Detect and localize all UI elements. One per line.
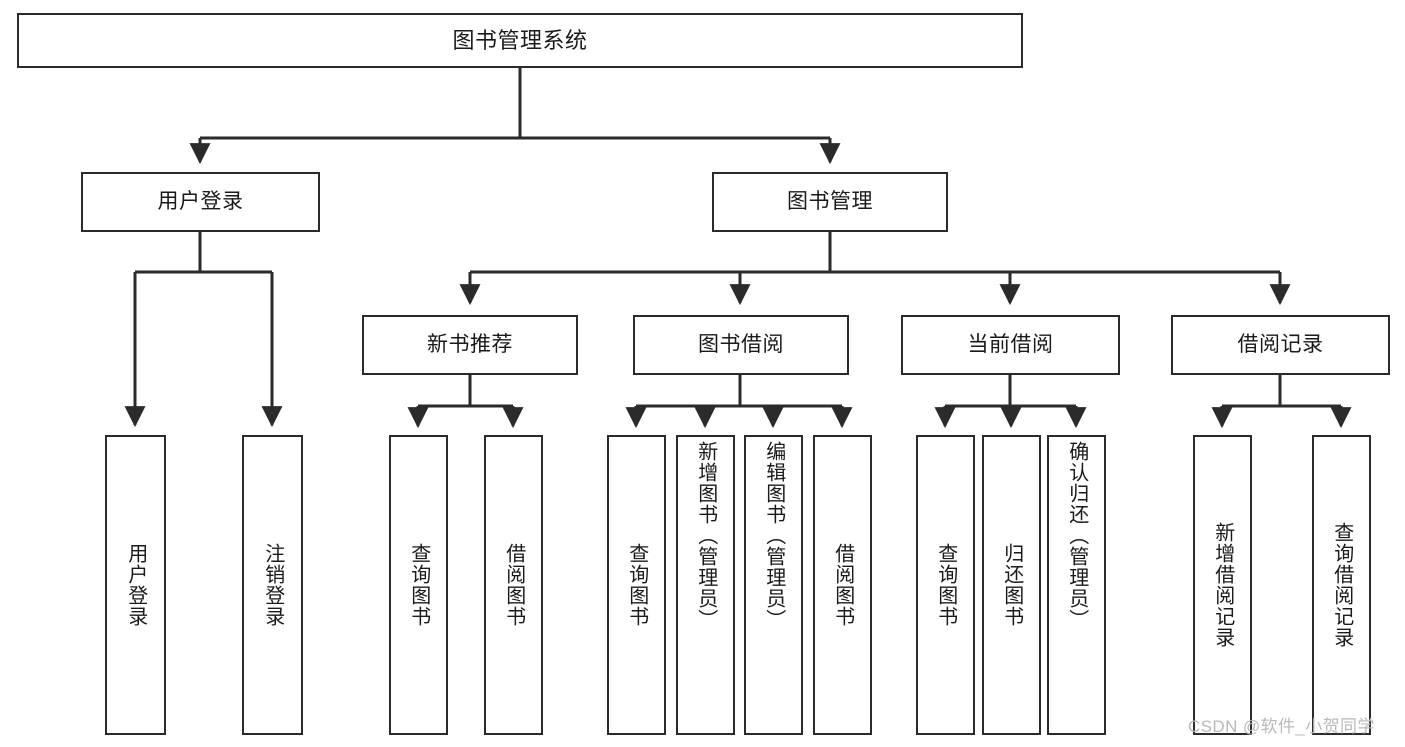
node-leaf-add-book-label: 新增图书（管理员）: [694, 441, 717, 630]
node-new-book-recommend[interactable]: 新书推荐: [362, 315, 578, 375]
node-leaf-query-book-2[interactable]: 查询图书: [607, 435, 666, 735]
node-leaf-user-login-label: 用户登录: [124, 543, 147, 627]
node-leaf-add-record[interactable]: 新增借阅记录: [1193, 435, 1252, 735]
node-user-login[interactable]: 用户登录: [81, 172, 320, 232]
node-leaf-query-record-label: 查询借阅记录: [1330, 522, 1353, 648]
node-leaf-borrow-book-1-label: 借阅图书: [502, 543, 525, 627]
node-leaf-user-login[interactable]: 用户登录: [105, 435, 166, 735]
node-leaf-query-record[interactable]: 查询借阅记录: [1312, 435, 1371, 735]
node-new-book-recommend-label: 新书推荐: [427, 332, 513, 356]
node-root-book-management-system[interactable]: 图书管理系统: [17, 13, 1023, 68]
node-leaf-add-record-label: 新增借阅记录: [1211, 522, 1234, 648]
csdn-watermark: CSDN @软件_小贺同学: [1188, 717, 1375, 736]
node-book-management-label: 图书管理: [787, 189, 873, 213]
node-leaf-borrow-book-1[interactable]: 借阅图书: [484, 435, 543, 735]
node-book-management[interactable]: 图书管理: [712, 172, 948, 232]
node-leaf-query-book-3-label: 查询图书: [934, 543, 957, 627]
node-leaf-edit-book[interactable]: 编辑图书（管理员）: [744, 435, 803, 735]
node-book-borrow[interactable]: 图书借阅: [633, 315, 849, 375]
node-leaf-confirm-return-label: 确认归还（管理员）: [1065, 441, 1088, 630]
node-book-borrow-label: 图书借阅: [698, 332, 784, 356]
node-current-borrow-label: 当前借阅: [967, 332, 1054, 356]
node-borrow-record[interactable]: 借阅记录: [1171, 315, 1390, 375]
node-current-borrow[interactable]: 当前借阅: [901, 315, 1120, 375]
node-leaf-query-book-1[interactable]: 查询图书: [389, 435, 448, 735]
node-leaf-add-book[interactable]: 新增图书（管理员）: [676, 435, 735, 735]
node-leaf-query-book-1-label: 查询图书: [407, 543, 430, 627]
node-leaf-logout[interactable]: 注销登录: [242, 435, 303, 735]
node-leaf-borrow-book-2[interactable]: 借阅图书: [813, 435, 872, 735]
node-leaf-query-book-2-label: 查询图书: [625, 543, 648, 627]
node-user-login-label: 用户登录: [157, 189, 244, 213]
node-leaf-query-book-3[interactable]: 查询图书: [916, 435, 975, 735]
node-borrow-record-label: 借阅记录: [1237, 332, 1324, 356]
node-leaf-borrow-book-2-label: 借阅图书: [831, 543, 854, 627]
node-leaf-edit-book-label: 编辑图书（管理员）: [762, 441, 785, 630]
node-leaf-logout-label: 注销登录: [261, 543, 284, 627]
node-leaf-return-book-label: 归还图书: [1000, 543, 1023, 627]
node-leaf-return-book[interactable]: 归还图书: [982, 435, 1041, 735]
node-leaf-confirm-return[interactable]: 确认归还（管理员）: [1047, 435, 1106, 735]
node-root-label: 图书管理系统: [452, 27, 588, 53]
